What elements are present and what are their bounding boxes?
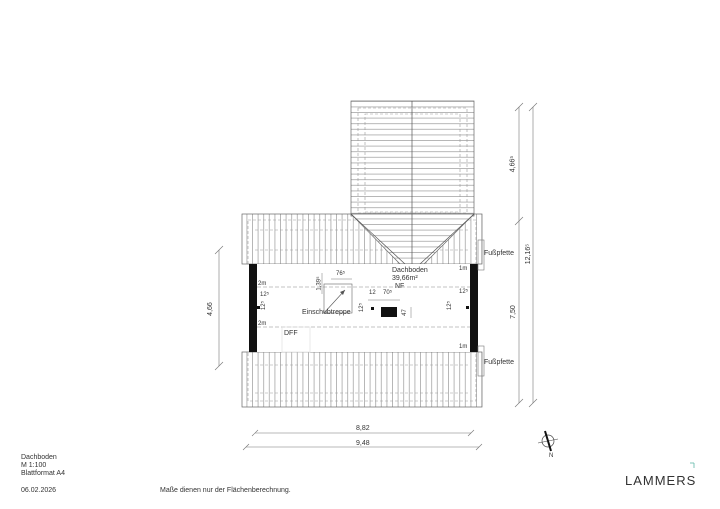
title-line-1: Dachboden	[21, 454, 57, 461]
dim-right-post-v: 12⁵	[447, 300, 454, 311]
dim-vertical-right-bottom: 7,50	[509, 305, 517, 319]
height-mark-right-bottom: 1m	[459, 344, 468, 350]
dim-stair-depth: 1,39⁵	[316, 276, 323, 291]
stair-label: Einschubtreppe	[302, 309, 351, 316]
dff-label: DFF	[284, 330, 298, 337]
room-name: Dachboden	[392, 267, 428, 274]
dim-vertical-right-top: 4,66⁵	[509, 155, 517, 173]
room-usage: NF	[395, 283, 405, 290]
height-mark-right-top: 1m	[459, 266, 468, 272]
north-arrow-icon	[537, 430, 559, 452]
dim-vertical-left: 4,66	[206, 302, 214, 316]
roof-bottom	[241, 351, 483, 408]
dim-chimney-depth: 47	[401, 309, 408, 316]
fusspfette-top-label: Fußpfette	[484, 250, 514, 257]
room-area: 39,66m²	[392, 275, 418, 282]
height-mark-left-top: 2m	[258, 281, 267, 287]
title-line-3: Blattformat A4	[21, 470, 65, 477]
plan-note: Maße dienen nur der Flächenberechnung.	[160, 487, 291, 494]
height-mark-left-bottom: 2m	[258, 321, 267, 327]
dim-horizontal-outer: 9,48	[356, 440, 370, 447]
dim-vertical-right-total: 12,16⁵	[525, 243, 533, 265]
dim-horizontal-inner: 8,82	[356, 425, 370, 432]
room-dachboden	[249, 264, 478, 353]
roof-top	[241, 213, 483, 265]
dim-chimney-width: 70⁵	[383, 290, 393, 296]
brand-logo: LAMMERS	[625, 473, 697, 488]
dim-stair-width: 76⁵	[336, 271, 346, 277]
dimension-lines	[214, 102, 538, 451]
dim-chimney-offset: 12	[369, 290, 376, 296]
fusspfette-bottom-label: Fußpfette	[484, 359, 514, 366]
title-line-2: M 1:100	[21, 462, 47, 469]
dim-chimney-side: 12⁵	[359, 302, 366, 313]
dormer-roof	[350, 100, 475, 262]
dim-left-post-v: 12⁵	[261, 300, 268, 311]
north-label: N	[549, 453, 554, 459]
dim-right-post: 12⁵	[459, 289, 469, 295]
dim-left-post: 12⁵	[260, 292, 270, 298]
plan-date: 06.02.2026	[21, 487, 57, 494]
